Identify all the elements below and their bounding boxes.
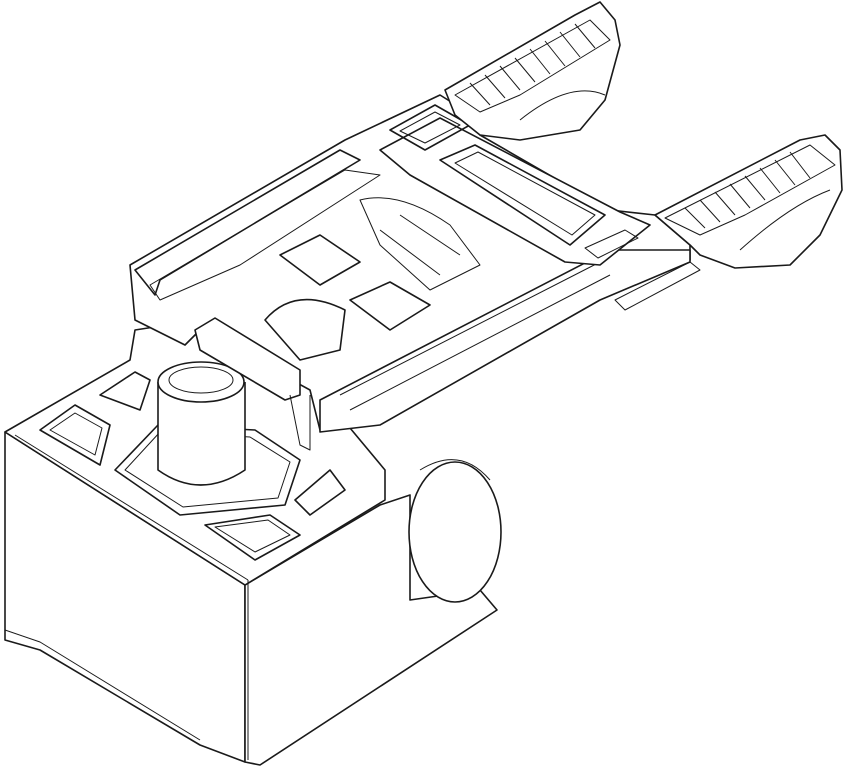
front-rail xyxy=(319,249,691,433)
inner-bore xyxy=(264,298,346,361)
recess-back-left xyxy=(99,371,151,411)
recess-front-right xyxy=(204,514,301,561)
recess-side xyxy=(294,469,346,516)
lower-jaw xyxy=(614,134,843,311)
front-tab xyxy=(194,317,301,401)
upper-jaw xyxy=(444,1,621,141)
inner-pocket-b xyxy=(349,281,431,331)
window-slot xyxy=(439,144,606,246)
cylindrical-post xyxy=(157,361,246,486)
recess-front-left xyxy=(39,404,111,466)
side-cylinder-boss xyxy=(408,459,502,603)
inner-pocket-a xyxy=(279,234,361,286)
